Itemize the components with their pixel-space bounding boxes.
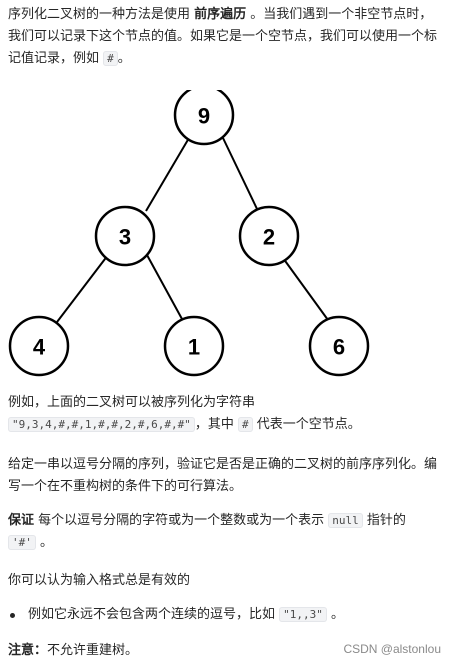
tree-node-3 [94,205,156,267]
intro-text-1: 序列化二叉树的一种方法是使用 [8,7,195,22]
csdn-watermark: CSDN @alstonlou [343,642,441,656]
tree-node-label-3: 3 [119,225,131,250]
tree-node-2 [238,205,300,267]
note-list: 例如它永远不会包含两个连续的逗号，比如 "1,,3" 。 [8,604,442,626]
tree-node-label-1: 1 [188,335,200,360]
edge-3-1 [146,254,183,320]
tree-node-label-6: 6 [333,335,345,360]
list-item-text-1: 例如它永远不会包含两个连续的逗号，比如 [28,607,280,622]
tree-node-4 [8,315,70,377]
example-code-hash: # [237,417,253,432]
edge-3-4 [56,254,109,323]
guarantee-text-2: 指针的 [362,513,406,528]
intro-paragraph: 序列化二叉树的一种方法是使用 前序遍历 。当我们遇到一个非空节点时，我们可以记录… [8,4,442,70]
list-item-code: "1,,3" [279,607,327,622]
edge-2-6 [282,257,329,321]
guarantee-code-null: null [328,513,363,528]
tree-node-6 [308,315,370,377]
tree-node-label-2: 2 [263,225,275,250]
tree-node-9 [173,90,235,146]
tree-node-label-9: 9 [198,104,210,129]
note-bold: 注意： [8,643,48,658]
task-paragraph: 给定一串以逗号分隔的序列，验证它是否是正确的二叉树的前序序列化。编写一个在不重构… [8,457,438,494]
list-item: 例如它永远不会包含两个连续的逗号，比如 "1,,3" 。 [8,604,442,626]
intro-code-hash: # [103,51,118,66]
guarantee-bold: 保证 [8,513,35,528]
example-text-1: 例如，上面的二叉树可以被序列化为字符串 [8,395,256,410]
intro-bold-preorder: 前序遍历 [194,7,247,22]
list-item-text-2: 。 [326,607,345,622]
note-paragraph: 注意：不允许重建树。 [8,640,442,662]
edge-9-2 [222,137,259,212]
example-text-2: ，其中 [194,417,238,432]
tree-node-label-4: 4 [33,335,46,360]
example-paragraph: 例如，上面的二叉树可以被序列化为字符串 "9,3,4,#,#,1,#,#,2,#… [8,392,442,436]
guarantee-text-1: 每个以逗号分隔的字符或为一个整数或为一个表示 [34,513,329,528]
tree-node-1 [163,315,225,377]
bullet-dot-icon [10,613,15,618]
binary-tree-diagram: 9 3 2 4 1 6 [8,90,370,377]
example-code-serialized: "9,3,4,#,#,1,#,#,2,#,6,#,#" [8,417,195,432]
edge-9-3 [145,137,190,212]
guarantee-text-3: 。 [35,535,54,550]
assume-paragraph: 你可以认为输入格式总是有效的 [8,573,191,588]
guarantee-code-hash: '#' [8,535,36,550]
note-text: 不允许重建树。 [47,643,139,658]
intro-text-3: 。 [117,51,131,66]
example-text-3: 代表一个空节点。 [252,417,361,432]
guarantee-paragraph: 保证 每个以逗号分隔的字符或为一个整数或为一个表示 null 指针的 '#' 。 [8,510,442,554]
intro-text-2: 。当我们遇到一个非空节点时，我们可以记录下这个节点的值。如果它是一个空节点，我们… [8,7,438,66]
